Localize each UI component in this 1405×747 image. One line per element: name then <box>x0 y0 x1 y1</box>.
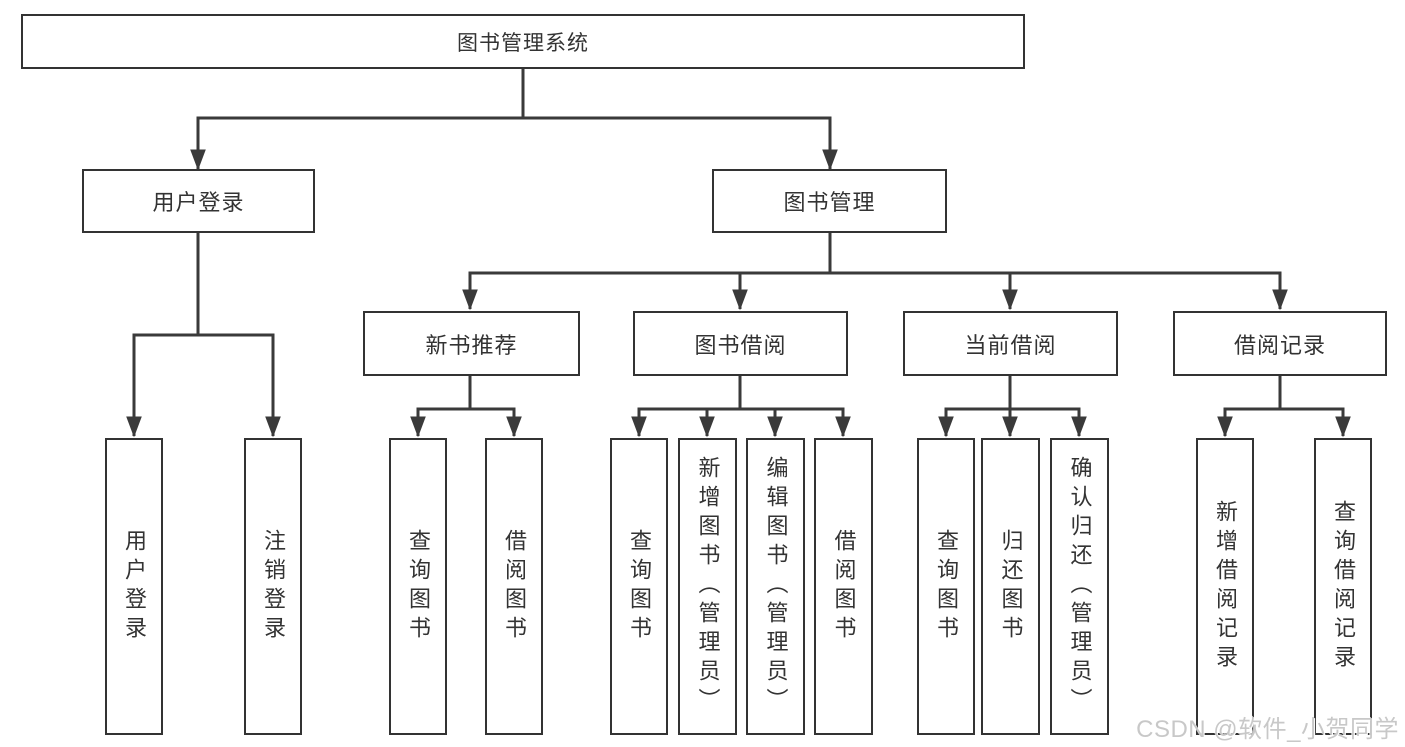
connector-borrow-records-branch <box>1217 376 1351 438</box>
leaf-add-book-admin: 新增图书（管理员） <box>678 438 737 735</box>
leaf-query-books-borrow: 查询图书 <box>610 438 668 735</box>
connector-root-branch <box>190 69 838 171</box>
node-borrow-records: 借阅记录 <box>1173 311 1387 376</box>
leaf-borrow-books: 借阅图书 <box>814 438 873 735</box>
leaf-add-borrow-record: 新增借阅记录 <box>1196 438 1254 735</box>
node-new-book-recommend: 新书推荐 <box>363 311 580 376</box>
leaf-user-login-label: 用户登录 <box>122 528 147 645</box>
connector-book-borrow-branch <box>631 376 851 438</box>
leaf-logout-label: 注销登录 <box>261 528 286 645</box>
leaf-query-borrow-record-label: 查询借阅记录 <box>1331 499 1356 674</box>
leaf-edit-book-admin-label: 编辑图书（管理员） <box>763 456 789 717</box>
leaf-add-borrow-record-label: 新增借阅记录 <box>1213 499 1238 674</box>
csdn-watermark: CSDN @软件_小贺同学 <box>1136 716 1399 743</box>
leaf-borrow-books-recommend: 借阅图书 <box>485 438 543 735</box>
leaf-query-books-recommend-label: 查询图书 <box>406 528 431 645</box>
leaf-query-books-current-label: 查询图书 <box>934 528 959 645</box>
connector-new-book-branch <box>410 376 522 438</box>
leaf-return-book: 归还图书 <box>981 438 1040 735</box>
leaf-add-book-admin-label: 新增图书（管理员） <box>695 456 721 717</box>
connector-book-management-branch <box>462 233 1288 311</box>
connector-current-borrow-branch <box>938 376 1087 438</box>
node-current-borrow: 当前借阅 <box>903 311 1118 376</box>
leaf-edit-book-admin: 编辑图书（管理员） <box>746 438 805 735</box>
node-book-management: 图书管理 <box>712 169 947 233</box>
leaf-query-books-recommend: 查询图书 <box>389 438 447 735</box>
leaf-confirm-return-admin: 确认归还（管理员） <box>1050 438 1109 735</box>
leaf-borrow-books-label: 借阅图书 <box>831 528 857 645</box>
leaf-query-books-borrow-label: 查询图书 <box>627 528 652 645</box>
node-user-login: 用户登录 <box>82 169 315 233</box>
leaf-user-login: 用户登录 <box>105 438 163 735</box>
leaf-query-borrow-record: 查询借阅记录 <box>1314 438 1372 735</box>
node-library-system: 图书管理系统 <box>21 14 1025 69</box>
leaf-return-book-label: 归还图书 <box>998 528 1024 645</box>
leaf-logout: 注销登录 <box>244 438 302 735</box>
leaf-confirm-return-admin-label: 确认归还（管理员） <box>1067 456 1093 717</box>
connector-user-login-branch <box>126 233 281 438</box>
leaf-query-books-current: 查询图书 <box>917 438 975 735</box>
leaf-borrow-books-recommend-label: 借阅图书 <box>502 528 527 645</box>
node-book-borrow: 图书借阅 <box>633 311 848 376</box>
